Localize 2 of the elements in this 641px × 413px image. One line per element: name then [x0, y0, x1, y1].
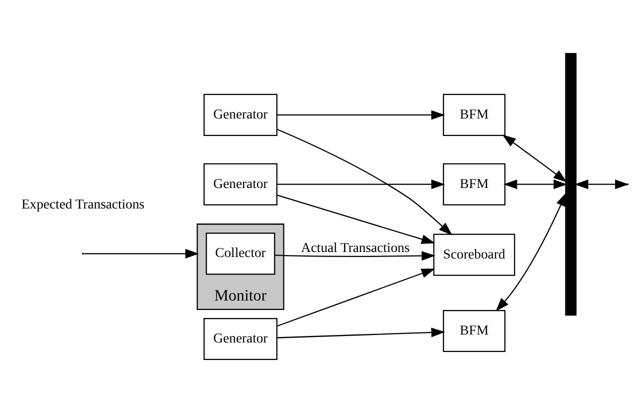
label: Expected Transactions	[21, 196, 144, 212]
edge-label: Actual Transactions	[301, 240, 410, 256]
